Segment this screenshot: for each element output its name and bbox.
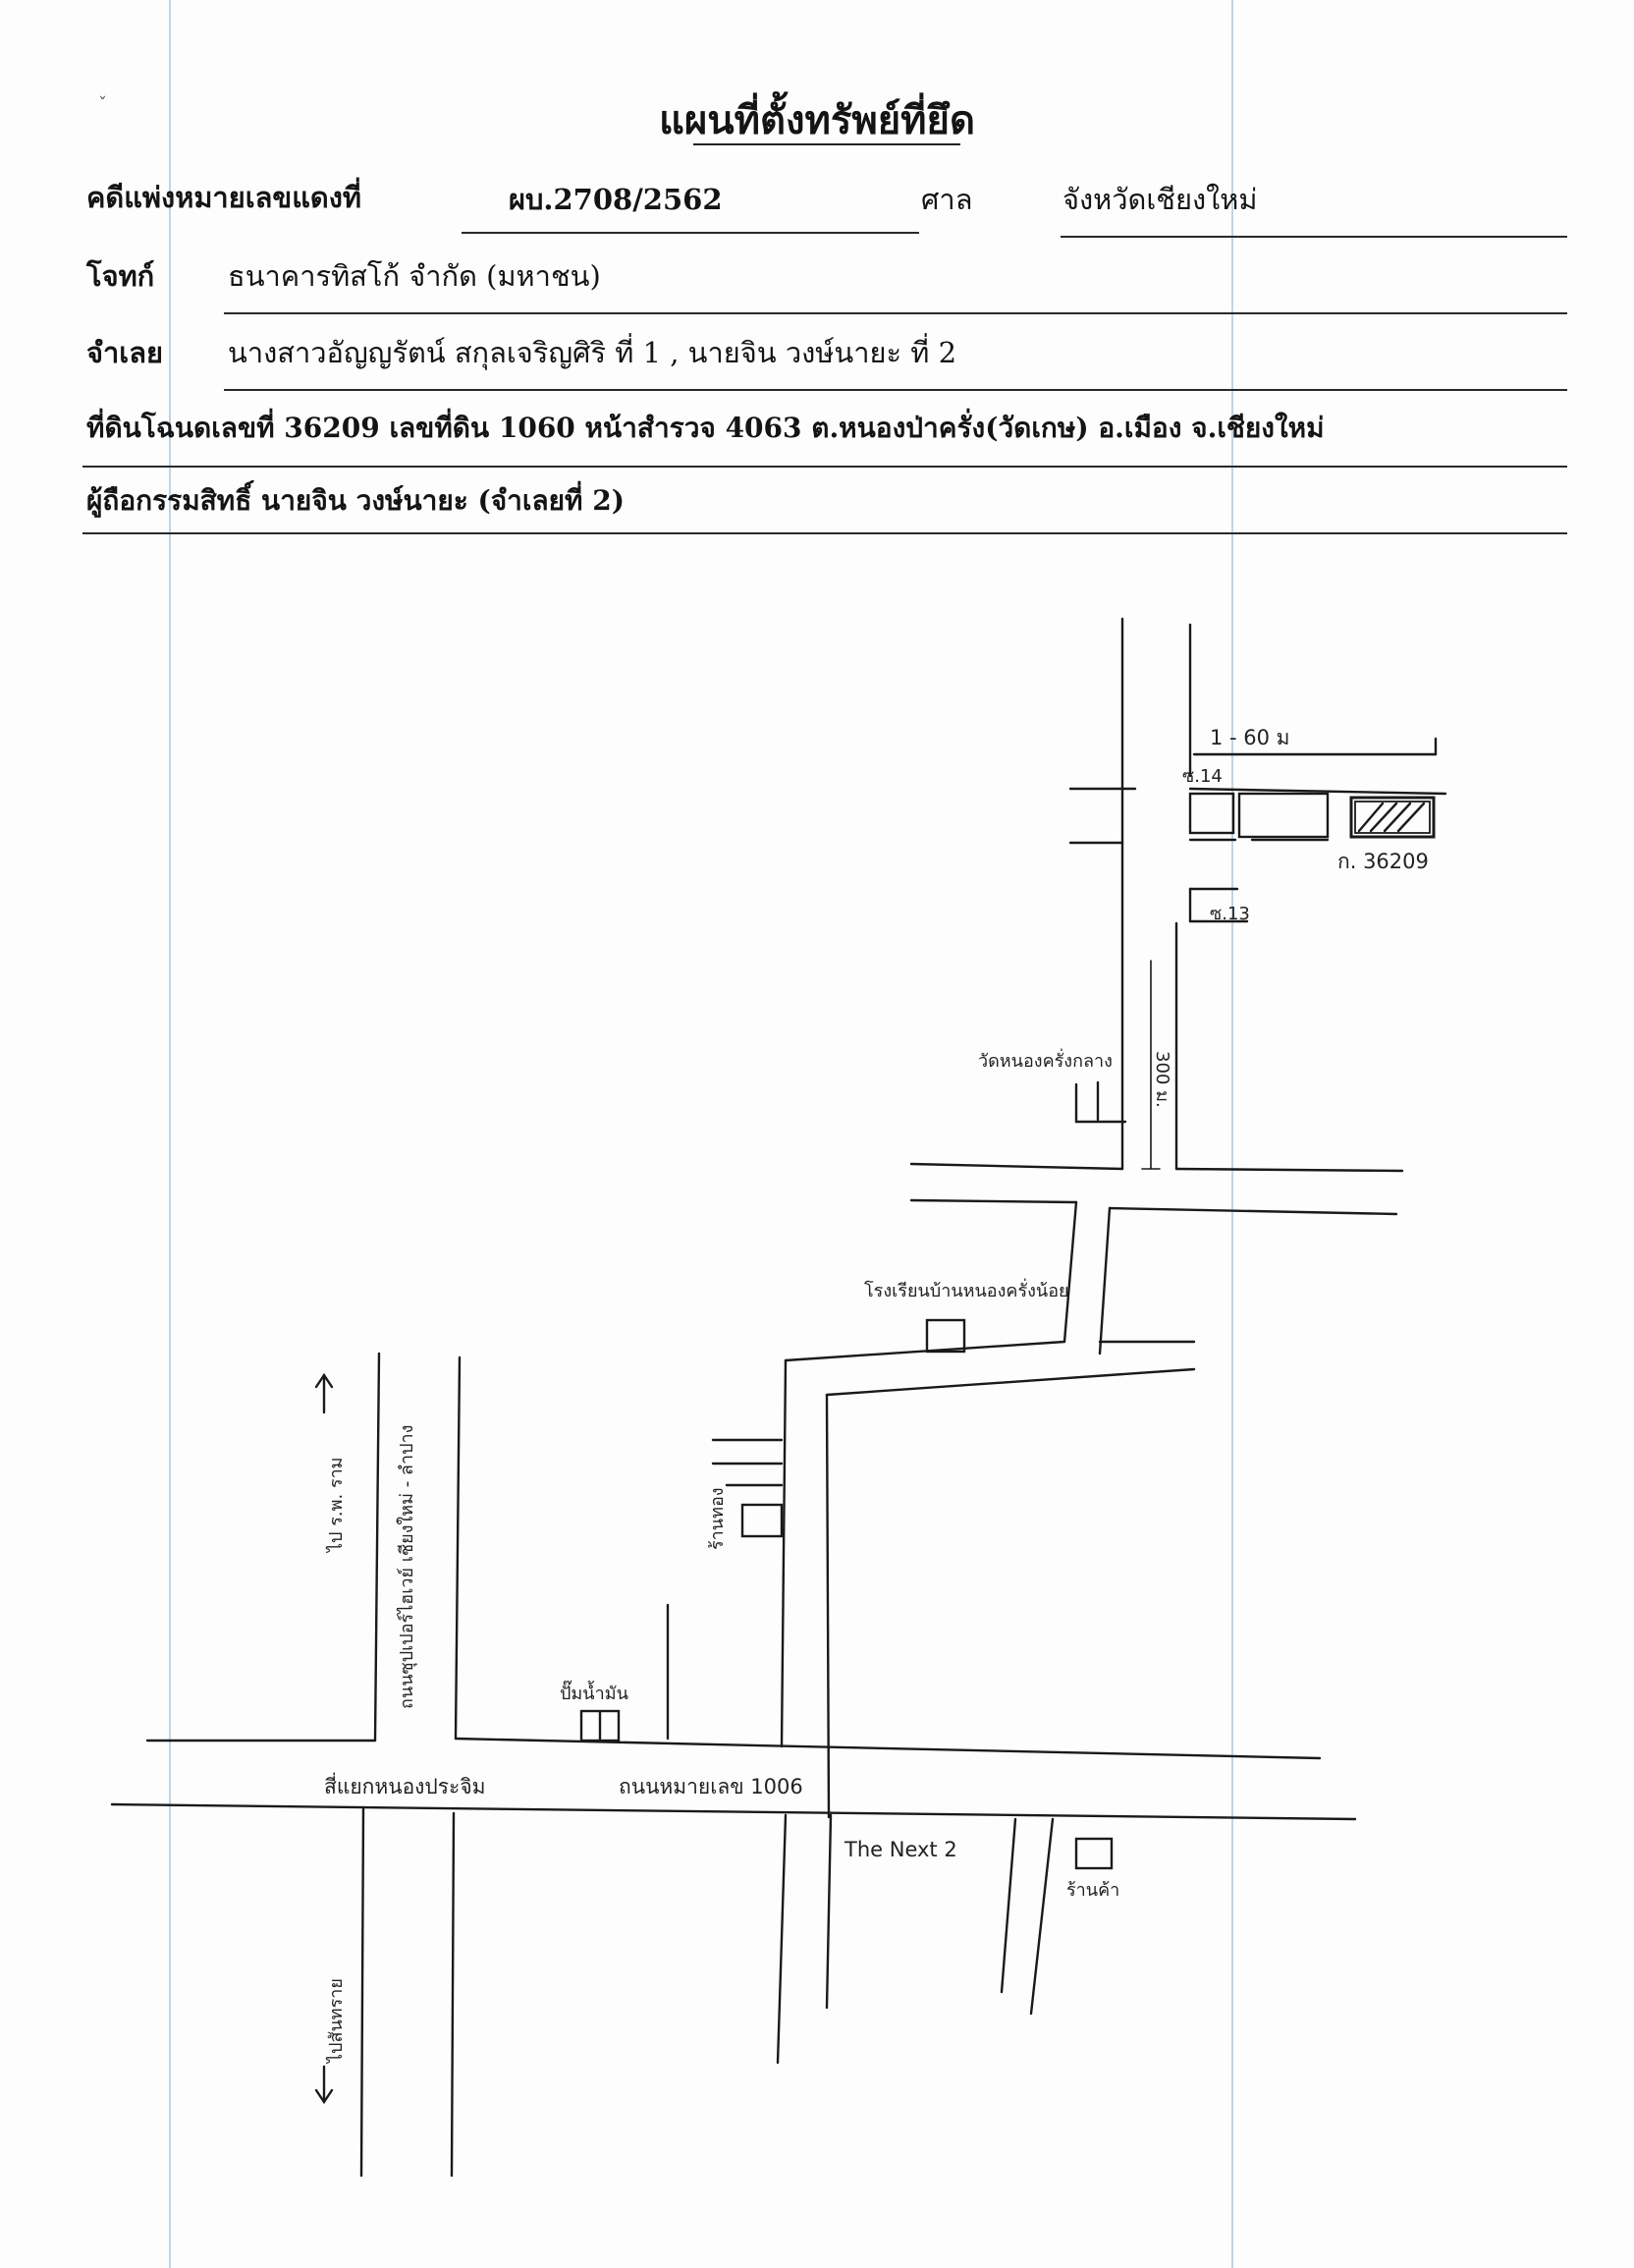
- road-long-left-edge: [780, 1358, 788, 1748]
- road-school-lower: [825, 1367, 1196, 1397]
- document-title: แผนที่ตั้งทรัพย์ที่ยึด: [659, 97, 975, 143]
- intersection-label: สี่แยกหนองประจิม: [324, 1772, 485, 1798]
- case-number-rule: [462, 232, 919, 234]
- shop-left-label: ร้านทอง: [707, 1487, 728, 1550]
- house-soi14-2: [1237, 792, 1330, 839]
- road-school-upper: [784, 1340, 1066, 1362]
- road-south-right-1: [1000, 1817, 1017, 1994]
- temple-building: [1074, 1082, 1127, 1124]
- soi-14-label: ซ.14: [1182, 766, 1223, 787]
- school-building: [925, 1318, 966, 1354]
- parcel-hatch-2: [1369, 802, 1398, 833]
- soi-13-label: ซ.13: [1210, 904, 1250, 924]
- road-south-left-2: [450, 1811, 456, 2178]
- main-road-upper-right: [454, 1737, 1322, 1760]
- case-number-label: คดีแพ่งหมายเลขแดงที่: [86, 181, 362, 214]
- court-value: จังหวัดเชียงใหม่: [1062, 183, 1258, 216]
- margin-line-right: [1231, 0, 1233, 2268]
- target-parcel-box: [1349, 796, 1436, 839]
- land-deed-rule: [82, 466, 1567, 468]
- distance-top-label: 1 - 60 ม: [1210, 726, 1290, 749]
- gas-station-label: ปั๊มน้ำมัน: [560, 1680, 628, 1704]
- to-top-left-label: ไป ร.พ. ราม: [325, 1457, 347, 1554]
- house-soi14-1: [1188, 792, 1235, 835]
- to-bottom-left-label: ไปสันทราย: [325, 1978, 347, 2065]
- road-south-mid-2: [825, 1813, 833, 2010]
- the-next-label: The Next 2: [844, 1838, 957, 1861]
- temple-label: วัดหนองครั่งกลาง: [978, 1048, 1113, 1072]
- road-south-mid-1: [776, 1813, 788, 2065]
- main-road-label: ถนนหมายเลข 1006: [619, 1775, 803, 1798]
- owner-line: ผู้ถือกรรมสิทธิ์ นายจิน วงษ์นายะ (จำเลยท…: [86, 484, 625, 517]
- plaintiff-value: ธนาคารทิสโก้ จำกัด (มหาชน): [228, 259, 601, 293]
- margin-line-left: [169, 0, 171, 2268]
- parcel-number-label: ก. 36209: [1337, 850, 1429, 873]
- road-long-right-edge: [825, 1393, 831, 1819]
- road-cross-upper-left: [909, 1162, 1124, 1171]
- road-cross-lower-left: [909, 1198, 1078, 1204]
- court-label: ศาล: [921, 183, 973, 216]
- road-soi14-upper-edge: [1188, 787, 1447, 796]
- parcel-hatch-4: [1396, 802, 1426, 833]
- road-south-right-2: [1029, 1817, 1055, 2016]
- case-number-value: ผบ.2708/2562: [509, 183, 723, 216]
- superhighway-label: ถนนซุปเปอร์ไฮเวย์ เชียงใหม่ - ลำปาง: [396, 1425, 417, 1709]
- title-underline: [693, 143, 960, 145]
- parcel-hatch-1: [1357, 802, 1385, 833]
- defendant-label: จำเลย: [86, 336, 163, 369]
- shop-building-right: [1074, 1837, 1114, 1870]
- road-superhighway-right-edge: [454, 1355, 462, 1741]
- defendant-value: นางสาวอัญญรัตน์ สกุลเจริญศิริ ที่ 1 , นา…: [228, 336, 957, 369]
- land-deed-line: ที่ดินโฉนดเลขที่ 36209 เลขที่ดิน 1060 หน…: [86, 412, 1325, 444]
- defendant-rule: [224, 389, 1567, 391]
- road-south-left-1: [359, 1805, 365, 2178]
- shop-building-left: [740, 1503, 784, 1538]
- road-cross-lower-right: [1108, 1206, 1398, 1216]
- road-diag-right-edge: [1098, 1206, 1112, 1355]
- road-superhighway-left-edge: [373, 1352, 381, 1742]
- school-label: โรงเรียนบ้านหนองครั่งน้อย: [864, 1278, 1069, 1301]
- owner-rule: [82, 532, 1567, 534]
- arrow-top-left-head: [314, 1372, 334, 1389]
- arrow-bottom-left-head: [314, 2088, 334, 2105]
- plaintiff-label: โจทก์: [86, 259, 155, 293]
- plaintiff-rule: [224, 312, 1567, 314]
- road-diag-left-edge: [1062, 1200, 1078, 1344]
- distance-vertical-label: 300 ม.: [1152, 1051, 1172, 1108]
- shop-right-label: ร้านค้า: [1066, 1880, 1119, 1901]
- target-parcel-inner: [1354, 801, 1431, 834]
- road-cross-upper-right: [1174, 1167, 1404, 1173]
- court-rule: [1061, 236, 1567, 238]
- scan-mark: ˇ: [98, 94, 107, 115]
- main-road-lower: [110, 1802, 1357, 1821]
- parcel-hatch-3: [1383, 802, 1412, 833]
